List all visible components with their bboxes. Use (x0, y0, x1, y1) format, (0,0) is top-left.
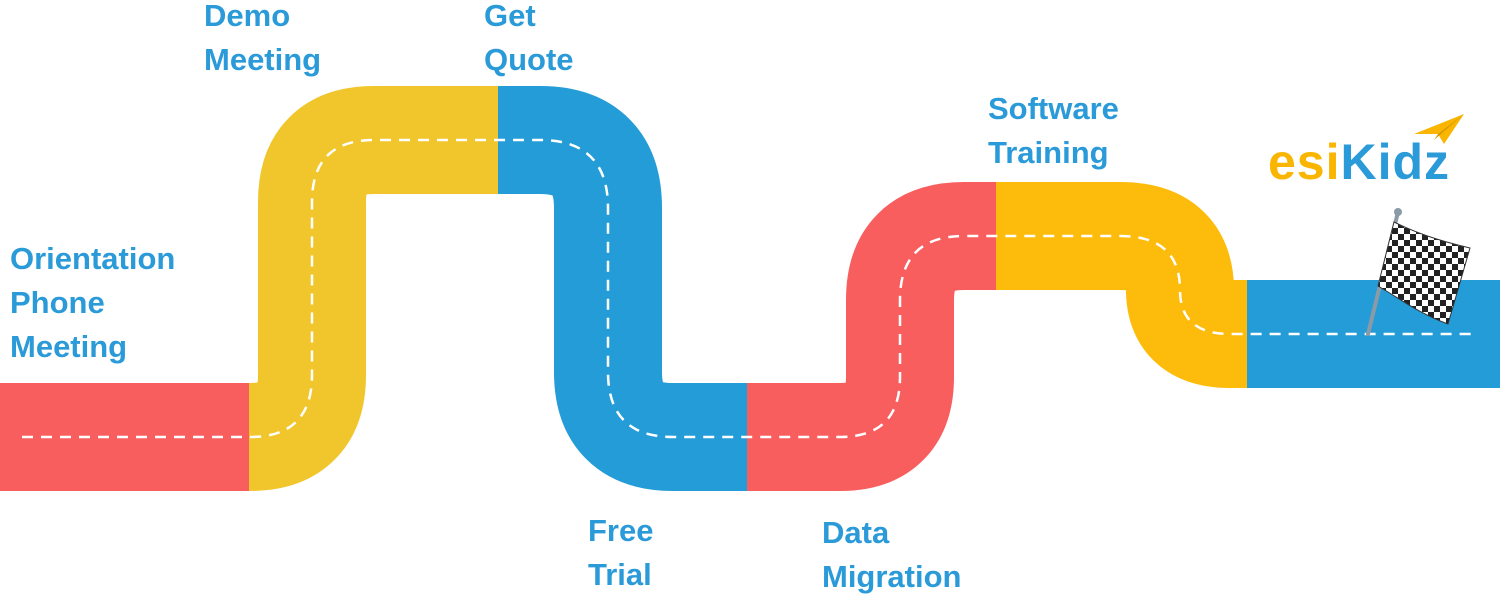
step-label-line: Training (988, 135, 1109, 170)
step-label-line: Meeting (204, 42, 322, 77)
esikidz-logo: esiKidz (1268, 114, 1498, 198)
step-label-demo: Demo Meeting (204, 0, 321, 82)
step-label-line: Free (588, 513, 654, 548)
logo-text-kidz: Kidz (1340, 134, 1451, 190)
step-label-trial: Free Trial (588, 509, 653, 597)
step-label-line: Get (484, 0, 536, 33)
step-label-migration: Data Migration (822, 511, 962, 599)
step-label-orientation: Orientation Phone Meeting (10, 237, 175, 369)
road-segment-demo (249, 86, 499, 491)
step-label-line: Software (988, 91, 1119, 126)
step-label-training: Software Training (988, 87, 1119, 175)
checkered-flag-icon (1366, 208, 1471, 336)
step-label-line: Orientation (10, 241, 176, 276)
road-segment-training (996, 182, 1248, 388)
step-label-line: Meeting (10, 329, 128, 364)
paper-plane-icon (1414, 114, 1464, 144)
logo-text-esi: esi (1268, 134, 1341, 190)
step-label-line: Migration (822, 559, 962, 594)
logo-wordmark: esiKidz (1268, 132, 1450, 192)
step-label-line: Phone (10, 285, 105, 320)
step-label-quote: Get Quote (484, 0, 574, 82)
step-label-line: Trial (588, 557, 652, 592)
road-center-dashes (22, 138, 1478, 439)
step-label-line: Demo (204, 0, 291, 33)
step-label-line: Quote (484, 42, 574, 77)
step-label-line: Data (822, 515, 890, 550)
